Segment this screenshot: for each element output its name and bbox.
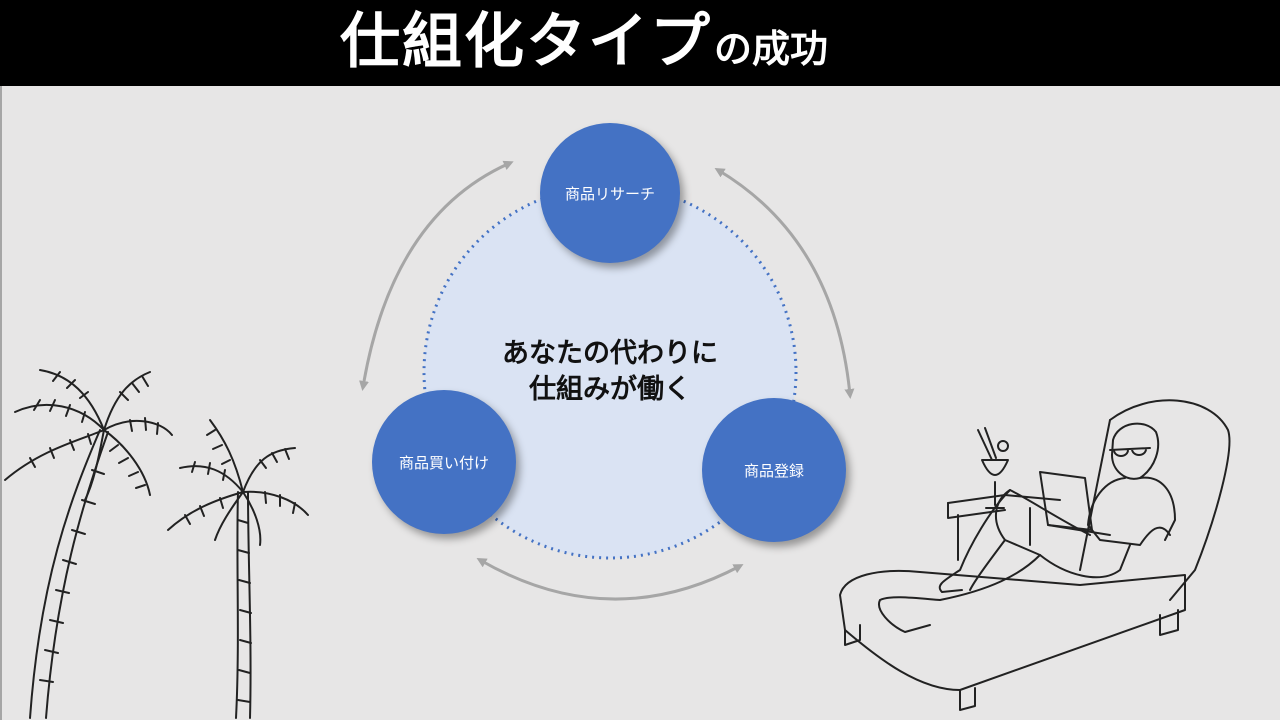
- node-product-buying: 商品買い付け: [372, 390, 516, 534]
- left-border-line: [0, 86, 2, 720]
- cycle-arrow-top-left: [359, 160, 514, 391]
- title-main: 仕組化タイプ: [340, 7, 712, 77]
- node-product-registration-label: 商品登録: [743, 461, 804, 480]
- palm-trees-illustration: [4, 369, 309, 719]
- slide-title: 仕組化タイプ の成功: [340, 2, 828, 82]
- cycle-arrow-bottom: [476, 558, 744, 601]
- center-message: あなたの代わりに 仕組みが働く: [470, 336, 750, 408]
- center-message-line2: 仕組みが働く: [529, 374, 691, 405]
- person-on-lounger-illustration: [839, 399, 1231, 711]
- node-product-research-label: 商品リサーチ: [564, 184, 655, 203]
- title-bar: 仕組化タイプ の成功: [0, 0, 1280, 86]
- node-product-registration: 商品登録: [702, 398, 846, 542]
- cycle-arrow-top-right: [714, 167, 855, 399]
- center-message-line1: あなたの代わりに: [502, 338, 718, 369]
- title-sub: の成功: [714, 27, 829, 71]
- node-product-buying-label: 商品買い付け: [398, 453, 489, 472]
- node-product-research: 商品リサーチ: [540, 123, 680, 263]
